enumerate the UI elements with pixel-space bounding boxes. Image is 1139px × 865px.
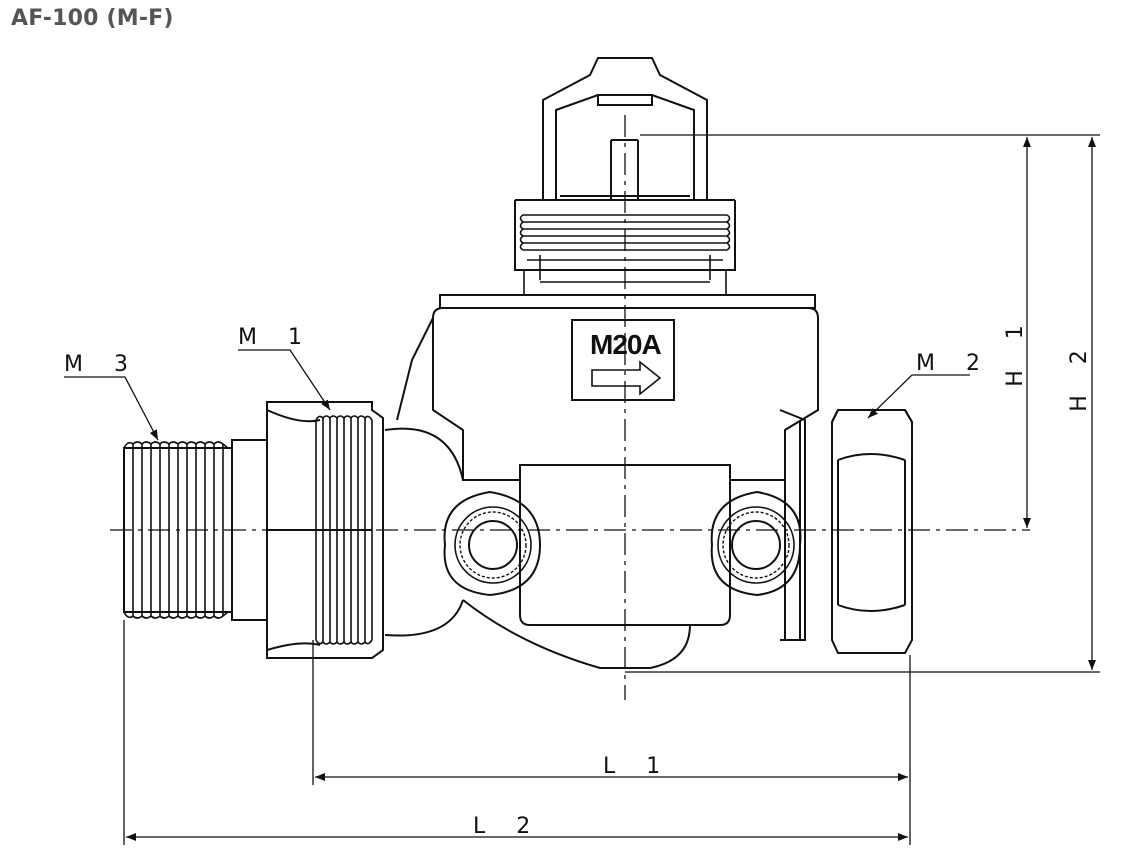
label-h1: H 1 [1003, 313, 1028, 387]
right-boss [710, 490, 802, 597]
right-hex-nut [831, 409, 913, 654]
leader-lines [64, 349, 970, 441]
model-badge [571, 319, 675, 401]
left-boss [443, 490, 542, 597]
page-title: AF-100 (M-F) [11, 6, 174, 31]
dimension-lines [126, 137, 1096, 841]
center-lines [110, 115, 1030, 700]
label-l2: L 2 [473, 814, 542, 839]
label-l1: L 1 [603, 754, 672, 779]
label-m2: M 2 [916, 351, 992, 376]
model-badge-label: M20A [590, 329, 661, 360]
label-h2: H 2 [1067, 338, 1092, 412]
label-m1: M 1 [238, 325, 314, 350]
label-m3: M 3 [64, 352, 140, 377]
valve-cap [514, 57, 736, 271]
extension-lines [123, 134, 1100, 845]
